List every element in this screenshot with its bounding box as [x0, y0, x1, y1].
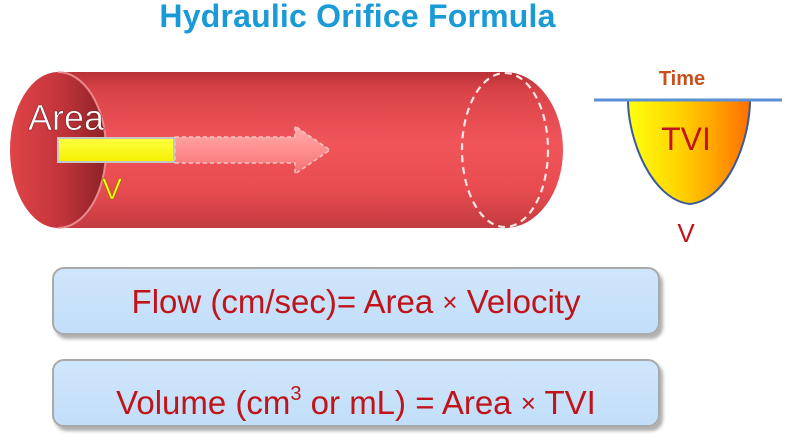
volume-formula-rhs: TVI: [544, 384, 596, 421]
volume-formula-lhs-end: or mL) = Area: [301, 384, 512, 421]
tvi-panel: Time TVI V: [594, 68, 782, 248]
multiply-symbol: ×: [520, 388, 536, 418]
vessel-far-end: [460, 71, 550, 229]
page-title: Hydraulic Orifice Formula: [159, 0, 556, 34]
multiply-symbol: ×: [442, 287, 458, 317]
vessel-velocity-label: V: [102, 173, 122, 206]
tvi-label: TVI: [661, 121, 711, 157]
volume-formula-lhs-start: Volume (cm: [116, 384, 291, 421]
tvi-envelope: [626, 99, 752, 206]
volume-exponent: 3: [290, 383, 302, 405]
flow-formula-rhs: Velocity: [466, 283, 581, 320]
flow-formula-box: Flow (cm/sec)= Area × Velocity: [52, 267, 660, 335]
time-label: Time: [659, 68, 705, 90]
tvi-velocity-label: V: [677, 218, 695, 248]
area-label: Area: [28, 97, 105, 138]
flow-arrow: [174, 124, 332, 176]
flow-formula-lhs: Flow (cm/sec)= Area: [131, 283, 434, 320]
velocity-bar: [57, 137, 175, 163]
volume-formula-box: Volume (cm3 or mL) = Area × TVI: [52, 359, 660, 427]
